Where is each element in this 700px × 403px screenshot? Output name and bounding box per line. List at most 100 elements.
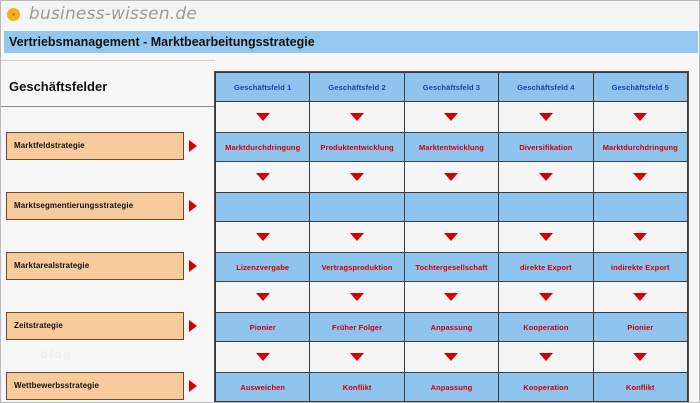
matrix-cell[interactable]: Diversifikation — [498, 132, 594, 162]
matrix-cell[interactable]: Marktentwicklung — [403, 132, 500, 162]
strategy-label-box[interactable]: Wettbewerbsstrategie — [6, 371, 184, 400]
matrix-cell[interactable]: direkte Export — [498, 252, 594, 282]
down-arrow-cell — [403, 161, 500, 193]
matrix-data-row — [214, 192, 689, 222]
chevron-down-icon — [255, 352, 270, 361]
arrow-right-icon — [189, 379, 197, 392]
strategy-label-text: Marktfeldstrategie — [14, 141, 85, 150]
matrix-cell[interactable]: Früher Folger — [309, 312, 405, 342]
arrow-row-2 — [214, 161, 689, 193]
matrix-cell[interactable]: Pionier — [592, 312, 689, 342]
chevron-down-icon — [538, 172, 553, 181]
down-arrow-cell — [592, 221, 689, 253]
chevron-down-icon — [350, 352, 365, 361]
chevron-down-icon — [444, 292, 459, 301]
heading-divider-top — [1, 60, 215, 61]
down-arrow-cell — [214, 221, 311, 253]
section-heading: Geschäftsfelder — [9, 79, 108, 94]
down-arrow-cell — [498, 101, 594, 133]
down-arrow-cell — [309, 161, 405, 193]
arrow-right-icon — [189, 319, 197, 332]
matrix-cell[interactable]: Ausweichen — [214, 372, 311, 402]
down-arrow-cell — [309, 101, 405, 133]
down-arrow-cell — [309, 221, 405, 253]
strategy-label-box[interactable]: Marktsegmentierungsstrategie — [6, 191, 184, 220]
down-arrow-cell — [592, 281, 689, 313]
arrow-row-3 — [214, 221, 689, 253]
down-arrow-cell — [498, 341, 594, 373]
down-arrow-cell — [214, 341, 311, 373]
chevron-down-icon — [444, 232, 459, 241]
column-header-2[interactable]: Geschäftsfeld 2 — [309, 72, 405, 102]
chevron-down-icon — [538, 232, 553, 241]
down-arrow-cell — [214, 101, 311, 133]
strategy-label-box[interactable]: Marktfeldstrategie — [6, 131, 184, 160]
matrix-cell[interactable] — [214, 192, 311, 222]
column-header-5[interactable]: Geschäftsfeld 5 — [592, 72, 689, 102]
strategy-label-box[interactable]: Marktarealstrategie — [6, 251, 184, 280]
matrix-cell[interactable]: Marktdurchdringung — [214, 132, 311, 162]
chevron-down-icon — [633, 352, 648, 361]
matrix-cell[interactable] — [592, 192, 689, 222]
column-header-1[interactable]: Geschäftsfeld 1 — [214, 72, 311, 102]
matrix-cell[interactable]: Konflikt — [592, 372, 689, 402]
heading-divider-bottom — [1, 106, 215, 107]
chevron-down-icon — [538, 292, 553, 301]
chevron-down-icon — [350, 172, 365, 181]
chevron-down-icon — [255, 232, 270, 241]
chevron-down-icon — [444, 172, 459, 181]
chevron-down-icon — [444, 112, 459, 121]
arrow-right-icon — [189, 199, 197, 212]
matrix-cell[interactable]: Pionier — [214, 312, 311, 342]
strategy-label-text: Marktsegmentierungsstrategie — [14, 201, 134, 210]
chevron-down-icon — [538, 112, 553, 121]
matrix-cell[interactable] — [403, 192, 500, 222]
matrix-cell[interactable]: Anpassung — [403, 312, 500, 342]
matrix-cell[interactable]: Produktentwicklung — [309, 132, 405, 162]
strategy-label-text: Wettbewerbsstrategie — [14, 381, 99, 390]
matrix-cell[interactable]: Kooperation — [498, 372, 594, 402]
matrix-cell[interactable]: Konflikt — [309, 372, 405, 402]
down-arrow-cell — [403, 341, 500, 373]
chevron-down-icon — [633, 292, 648, 301]
matrix-cell[interactable]: Lizenzvergabe — [214, 252, 311, 282]
arrow-row-5 — [214, 341, 689, 373]
arrow-right-icon — [189, 139, 197, 152]
down-arrow-cell — [592, 101, 689, 133]
down-arrow-cell — [592, 341, 689, 373]
chevron-down-icon — [255, 172, 270, 181]
matrix-cell[interactable]: Marktdurchdringung — [592, 132, 689, 162]
down-arrow-cell — [592, 161, 689, 193]
strategy-label-box[interactable]: Zeitstrategie — [6, 311, 184, 340]
down-arrow-cell — [309, 281, 405, 313]
down-arrow-cell — [498, 221, 594, 253]
matrix-cell[interactable]: Kooperation — [498, 312, 594, 342]
matrix-cell[interactable]: Vertragsproduktion — [309, 252, 405, 282]
down-arrow-cell — [498, 281, 594, 313]
down-arrow-cell — [403, 221, 500, 253]
down-arrow-cell — [214, 281, 311, 313]
matrix-cell[interactable] — [498, 192, 594, 222]
brand-bar: business-wissen.de — [1, 1, 699, 27]
chevron-down-icon — [350, 232, 365, 241]
matrix-cell[interactable]: Tochtergesellschaft — [403, 252, 500, 282]
strategy-label-text: Zeitstrategie — [14, 321, 63, 330]
chevron-down-icon — [538, 352, 553, 361]
down-arrow-cell — [214, 161, 311, 193]
matrix-cell[interactable]: indirekte Export — [592, 252, 689, 282]
column-header-4[interactable]: Geschäftsfeld 4 — [498, 72, 594, 102]
chevron-down-icon — [633, 112, 648, 121]
matrix-cell[interactable]: Anpassung — [403, 372, 500, 402]
slide-title-band: Vertriebsmanagement - Marktbearbeitungss… — [4, 31, 698, 53]
arrow-row-1 — [214, 101, 689, 133]
chevron-down-icon — [350, 292, 365, 301]
down-arrow-cell — [403, 101, 500, 133]
column-header-3[interactable]: Geschäftsfeld 3 — [403, 72, 500, 102]
matrix-cell[interactable] — [309, 192, 405, 222]
